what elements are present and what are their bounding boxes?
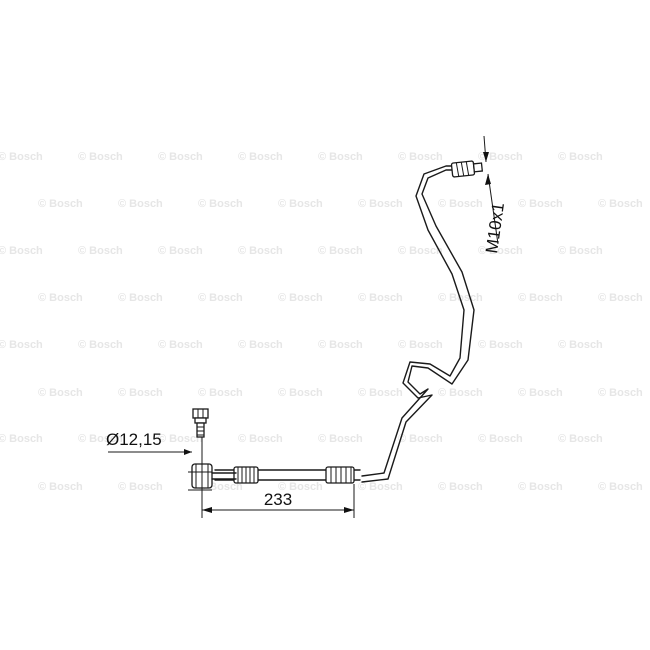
watermark-text: © Bosch [318, 339, 363, 351]
watermark-text: © Bosch [478, 339, 523, 351]
watermark-text: © Bosch [198, 292, 243, 304]
watermark-text: © Bosch [278, 292, 323, 304]
watermark-text: © Bosch [0, 245, 43, 257]
watermark-text: © Bosch [278, 387, 323, 399]
thread-arrow-bottom [485, 174, 491, 185]
watermark-text: © Bosch [158, 151, 203, 163]
straight-hose-segment [214, 466, 361, 484]
watermark-text: © Bosch [558, 433, 603, 445]
watermark-text: © Bosch [598, 481, 643, 493]
watermark-text: © Bosch [518, 198, 563, 210]
watermark-text: © Bosch [238, 151, 283, 163]
bolt-shank [196, 422, 205, 438]
watermark-text: © Bosch [598, 292, 643, 304]
watermark-text: © Bosch [438, 387, 483, 399]
watermark-text: © Bosch [38, 481, 83, 493]
watermark-text: © Bosch [318, 433, 363, 445]
watermark-text: © Bosch [158, 339, 203, 351]
watermark-text: © Bosch [0, 151, 43, 163]
brake-line-inner-edge [361, 165, 465, 483]
watermark-text: © Bosch [398, 151, 443, 163]
watermark-text: © Bosch [558, 245, 603, 257]
watermark-text: © Bosch [358, 387, 403, 399]
end-fitting-rib [465, 161, 470, 176]
watermark-text: © Bosch [78, 339, 123, 351]
watermark-text: © Bosch [438, 198, 483, 210]
watermark-text: © Bosch [318, 151, 363, 163]
banjo-fitting [191, 430, 237, 498]
watermark-text: © Bosch [0, 339, 43, 351]
watermark-text: © Bosch [558, 151, 603, 163]
watermark-text: © Bosch [158, 245, 203, 257]
watermark-text: © Bosch [38, 387, 83, 399]
bolt-head [192, 408, 209, 419]
watermark-text: © Bosch [118, 387, 163, 399]
watermark-text: © Bosch [198, 198, 243, 210]
watermark-text: © Bosch [118, 198, 163, 210]
length-label: 233 [264, 490, 292, 509]
watermark-text: © Bosch [518, 387, 563, 399]
watermark-text: © Bosch [38, 198, 83, 210]
banjo-bolt [192, 408, 209, 438]
watermark-text: © Bosch [158, 433, 203, 445]
watermark-text: © Bosch [438, 481, 483, 493]
watermark-text: © Bosch [278, 481, 323, 493]
watermark-text: © Bosch [278, 198, 323, 210]
watermark-text: © Bosch [238, 339, 283, 351]
watermark-text: © Bosch [478, 433, 523, 445]
watermark-layer: © Bosch © Bosch © Bosch © Bosch © Bosch © Bos… [0, 151, 643, 493]
watermark-text: © Bosch [318, 245, 363, 257]
length-arrow-right [344, 507, 354, 513]
watermark-text: © Bosch [518, 292, 563, 304]
watermark-text: © Bosch [238, 245, 283, 257]
left-crimp-fitting [233, 466, 259, 484]
right-crimp-fitting [325, 466, 355, 484]
watermark-text: © Bosch [398, 245, 443, 257]
watermark-text: © Bosch [198, 387, 243, 399]
watermark-text: © Bosch [78, 433, 123, 445]
watermark-text: © Bosch [118, 481, 163, 493]
length-arrow-left [202, 507, 212, 513]
watermark-text: © Bosch [0, 433, 43, 445]
watermark-text: © Bosch [398, 433, 443, 445]
watermark-text: © Bosch [78, 151, 123, 163]
watermark-text: © Bosch [398, 339, 443, 351]
watermark-text: © Bosch [598, 387, 643, 399]
end-fitting-thread [472, 162, 484, 173]
watermark-text: © Bosch [38, 292, 83, 304]
end-fitting-rib [455, 162, 460, 177]
thread-arrow-top [483, 152, 489, 162]
bolt-washer [194, 417, 207, 424]
watermark-text: © Bosch [358, 198, 403, 210]
end-fitting-rib [460, 162, 465, 177]
thread-end-fitting [450, 160, 484, 178]
watermark-text: © Bosch [478, 151, 523, 163]
watermark-text: © Bosch [358, 292, 403, 304]
watermark-text: © Bosch [238, 433, 283, 445]
diameter-label: Ø12,15 [106, 430, 162, 449]
thread-leader-line [487, 173, 499, 245]
watermark-text: © Bosch [558, 339, 603, 351]
brake-line [361, 165, 475, 483]
length-dimension: 233 [201, 484, 355, 518]
watermark-text: © Bosch [518, 481, 563, 493]
brake-line-outer-edge [361, 169, 475, 477]
watermark-text: © Bosch [78, 245, 123, 257]
watermark-text: © Bosch [118, 292, 163, 304]
right-crimp-body [325, 466, 355, 484]
watermark-text: © Bosch [478, 245, 523, 257]
watermark-text: © Bosch [358, 481, 403, 493]
diameter-dimension: Ø12,15 [106, 430, 212, 491]
diameter-arrow [184, 449, 192, 455]
watermark-text: © Bosch [598, 198, 643, 210]
